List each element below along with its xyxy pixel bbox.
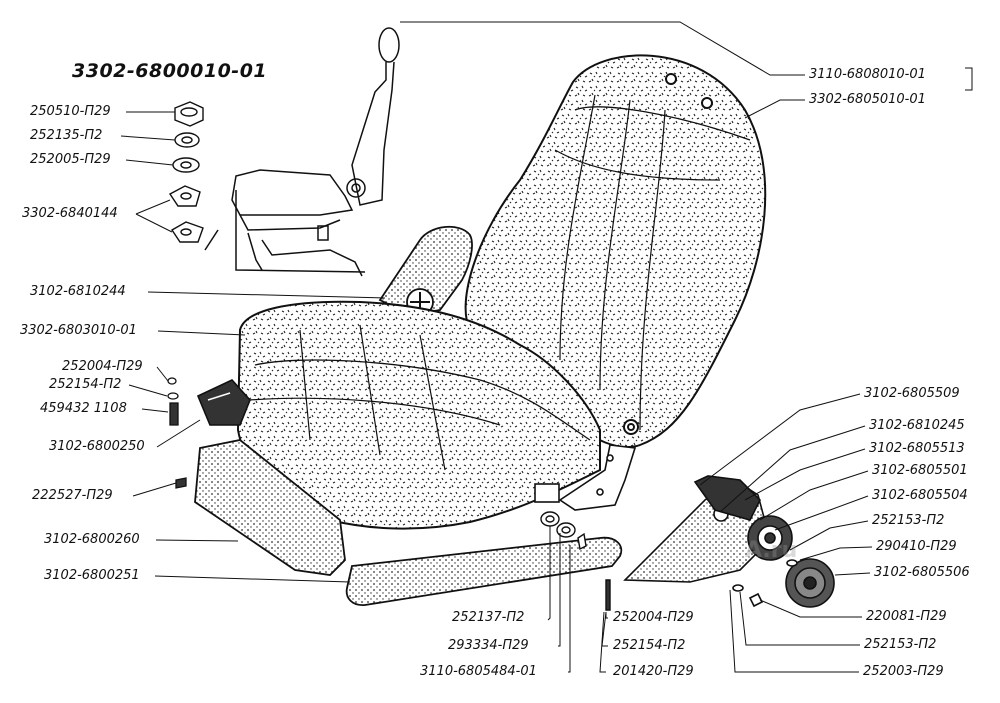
- part-label: 3102-6810244: [30, 284, 126, 299]
- washer-group-center: [540, 511, 611, 611]
- part-label: 252005-П29: [30, 152, 111, 167]
- part-label: 3102-6800251: [44, 568, 140, 583]
- part-label: 252135-П2: [30, 128, 103, 143]
- part-label: 3102-6810245: [869, 418, 965, 433]
- part-label: 250510-П29: [30, 104, 111, 119]
- part-label: 252004-П29: [613, 610, 694, 625]
- hinge-bracket: [534, 444, 637, 511]
- part-label: 3110-6805484-01: [420, 664, 537, 679]
- side-trim-front: [194, 439, 346, 576]
- part-label: 3302-6803010-01: [20, 323, 137, 338]
- inset-side-view: [204, 27, 400, 277]
- part-label: 252004-П29: [62, 359, 143, 374]
- part-label: 252153-П2: [872, 513, 945, 528]
- part-label: 3302-6805010-01: [809, 92, 926, 107]
- part-label: 3102-6805513: [869, 441, 965, 456]
- part-label: 222527-П29: [32, 488, 113, 503]
- part-label: 220081-П29: [866, 609, 947, 624]
- part-label: 252003-П29: [863, 664, 944, 679]
- part-label: 3102-6800260: [44, 532, 140, 547]
- part-label: 252137-П2: [452, 610, 525, 625]
- side-panel-left: [378, 225, 473, 316]
- watermark-text: A.ru: [745, 538, 798, 563]
- leader-lines: [120, 21, 973, 673]
- side-trim-rail: [345, 536, 623, 606]
- fastener-stack: [168, 101, 204, 243]
- part-label: 3102-6800250: [49, 439, 145, 454]
- part-label: 3110-6808010-01: [809, 67, 926, 82]
- part-label: 3102-6805501: [872, 463, 968, 478]
- screws: [167, 377, 187, 489]
- part-label: 3102-6805509: [864, 386, 960, 401]
- part-label: 3102-6805504: [872, 488, 968, 503]
- assembly-number: 3302-6800010-01: [72, 60, 268, 82]
- part-label: 252153-П2: [864, 637, 937, 652]
- part-label: 290410-П29: [876, 539, 957, 554]
- part-label: 252154-П2: [613, 638, 686, 653]
- part-label: 3302-6840144: [22, 206, 118, 221]
- front-lever: [196, 379, 251, 426]
- recliner-mechanism: [623, 475, 835, 608]
- part-label: 459432 1108: [40, 401, 127, 416]
- part-label: 293334-П29: [448, 638, 529, 653]
- part-label: 252154-П2: [49, 377, 122, 392]
- part-label: 201420-П29: [613, 664, 694, 679]
- seat-back: [464, 54, 767, 448]
- part-label: 3102-6805506: [874, 565, 970, 580]
